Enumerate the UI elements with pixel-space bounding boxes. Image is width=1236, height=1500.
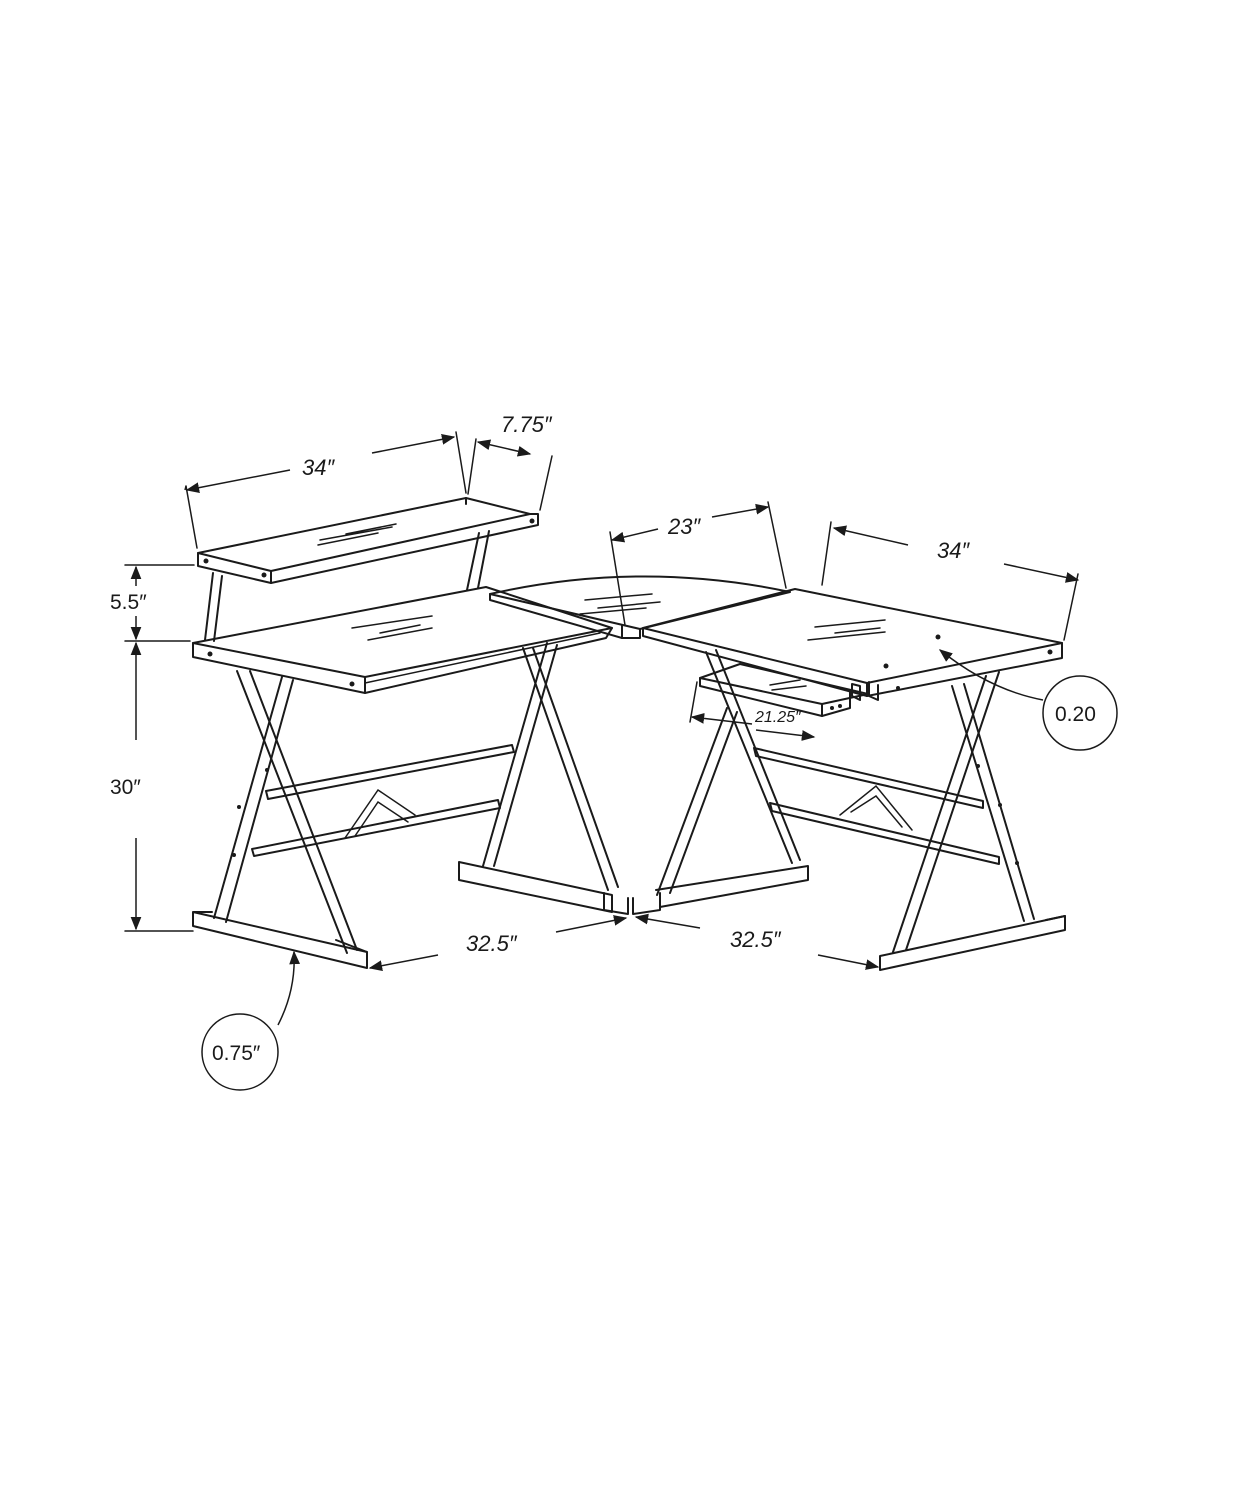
- left-back-x-legs: [458, 642, 619, 913]
- leg-thickness-callout: [201, 1013, 279, 1091]
- hutch-shelf: [197, 497, 539, 584]
- glass-thickness-callout: [1042, 675, 1118, 751]
- desk-height-label: 30″: [110, 776, 141, 799]
- dimension-lines: [124, 431, 1080, 1026]
- right-back-x-legs: [656, 649, 801, 896]
- right-front-x-legs: [879, 671, 1066, 971]
- left-depth-label: 32.5″: [466, 931, 518, 956]
- hutch-height-label: 5.5″: [110, 591, 147, 614]
- right-desk-top: [642, 588, 1063, 697]
- hutch-depth-label: 7.75″: [501, 412, 553, 437]
- left-front-x-legs: [192, 670, 368, 969]
- right-stretchers: [753, 747, 1000, 865]
- glass-thickness-label: 0.20: [1055, 703, 1096, 726]
- keyboard-tray: [699, 663, 900, 717]
- right-desk-section: [642, 588, 1066, 971]
- left-desk-section: [192, 497, 619, 969]
- right-desk-width-label: 34″: [937, 538, 970, 563]
- left-desk-top: [192, 586, 613, 694]
- keyboard-tray-width-label: 21.25″: [754, 709, 802, 726]
- leg-thickness-label: 0.75″: [212, 1042, 261, 1065]
- left-stretchers: [251, 744, 515, 857]
- hutch-width-label: 34″: [302, 455, 335, 480]
- hutch-posts: [204, 530, 490, 642]
- right-depth-label: 32.5″: [730, 927, 782, 952]
- corner-width-label: 23″: [667, 514, 701, 539]
- corner-section: [489, 575, 809, 915]
